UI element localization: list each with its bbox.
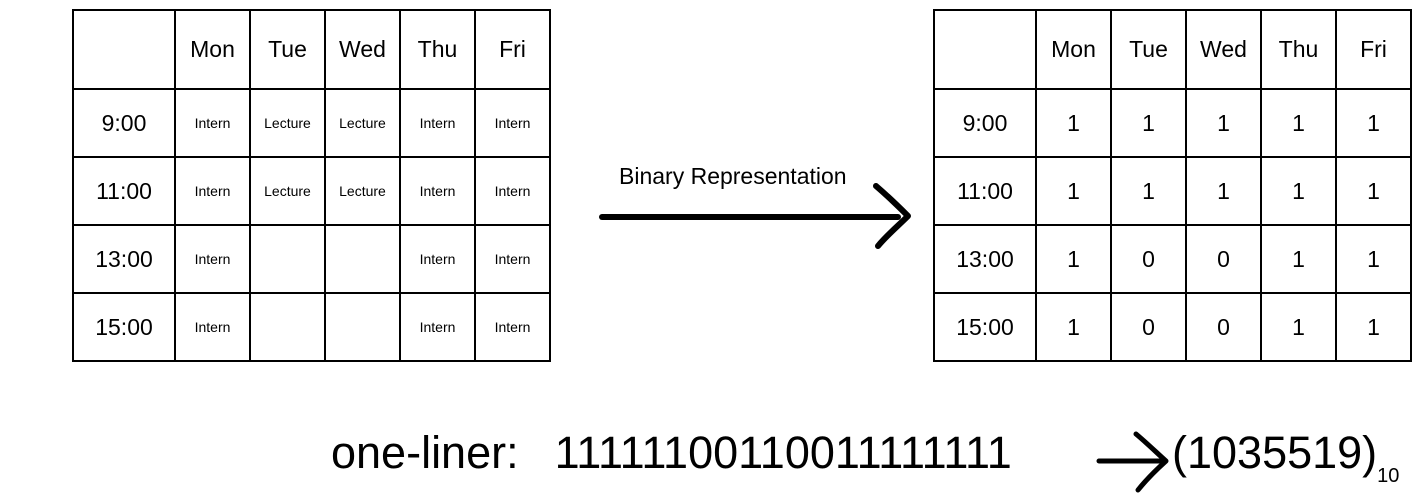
binary-cell: 1 (1110, 156, 1187, 226)
day-header: Thu (399, 9, 476, 90)
time-label: 15:00 (933, 292, 1037, 362)
binary-cell: 1 (1335, 156, 1412, 226)
one-liner-label: one-liner: (331, 427, 519, 478)
time-label: 9:00 (72, 88, 176, 158)
schedule-cell: Intern (174, 292, 251, 362)
schedule-cell: Lecture (249, 88, 326, 158)
schedule-cell: Intern (174, 156, 251, 226)
binary-cell: 1 (1035, 224, 1112, 294)
time-label: 13:00 (72, 224, 176, 294)
day-header: Fri (1335, 9, 1412, 90)
schedule-cell: Intern (399, 156, 476, 226)
binary-cell: 1 (1335, 88, 1412, 158)
corner-cell (72, 9, 176, 90)
binary-cell: 0 (1185, 292, 1262, 362)
time-label: 9:00 (933, 88, 1037, 158)
schedule-cell (324, 292, 401, 362)
binary-cell: 1 (1185, 156, 1262, 226)
schedule-cell: Lecture (324, 88, 401, 158)
binary-cell: 0 (1110, 224, 1187, 294)
binary-cell: 0 (1110, 292, 1187, 362)
day-header: Tue (1110, 9, 1187, 90)
schedule-cell (249, 292, 326, 362)
corner-cell (933, 9, 1037, 90)
binary-cell: 1 (1260, 292, 1337, 362)
day-header: Mon (174, 9, 251, 90)
binary-cell: 1 (1185, 88, 1262, 158)
binary-cell: 1 (1035, 292, 1112, 362)
binary-cell: 1 (1260, 88, 1337, 158)
binary-representation-label: Binary Representation (619, 163, 847, 189)
binary-cell: 1 (1335, 224, 1412, 294)
one-liner: one-liner: 11111100110011111111 (331, 430, 1012, 475)
schedule-cell: Lecture (324, 156, 401, 226)
binary-cell: 1 (1035, 156, 1112, 226)
binary-cell: 1 (1335, 292, 1412, 362)
schedule-cell (324, 224, 401, 294)
time-label: 11:00 (933, 156, 1037, 226)
schedule-cell: Intern (174, 224, 251, 294)
binary-cell: 0 (1185, 224, 1262, 294)
day-header: Thu (1260, 9, 1337, 90)
day-header: Wed (324, 9, 401, 90)
binary-cell: 1 (1035, 88, 1112, 158)
decimal-base: 10 (1377, 465, 1400, 487)
decimal-number: (1035519) (1172, 427, 1378, 478)
day-header: Wed (1185, 9, 1262, 90)
decimal-value: (1035519)10 (1172, 430, 1399, 486)
schedule-cell (249, 224, 326, 294)
binary-cell: 1 (1260, 224, 1337, 294)
binary-cell: 1 (1110, 88, 1187, 158)
schedule-cell: Intern (474, 156, 551, 226)
schedule-cell: Intern (474, 88, 551, 158)
small-arrow-icon (1096, 431, 1169, 493)
day-header: Mon (1035, 9, 1112, 90)
day-header: Tue (249, 9, 326, 90)
time-label: 13:00 (933, 224, 1037, 294)
schedule-cell: Intern (474, 292, 551, 362)
schedule-cell: Lecture (249, 156, 326, 226)
schedule-cell: Intern (174, 88, 251, 158)
schedule-cell: Intern (474, 224, 551, 294)
binary-cell: 1 (1260, 156, 1337, 226)
time-label: 15:00 (72, 292, 176, 362)
one-liner-bits: 11111100110011111111 (554, 427, 1012, 478)
day-header: Fri (474, 9, 551, 90)
schedule-cell: Intern (399, 88, 476, 158)
right-arrow-icon (599, 183, 911, 249)
time-label: 11:00 (72, 156, 176, 226)
schedule-cell: Intern (399, 224, 476, 294)
schedule-cell: Intern (399, 292, 476, 362)
